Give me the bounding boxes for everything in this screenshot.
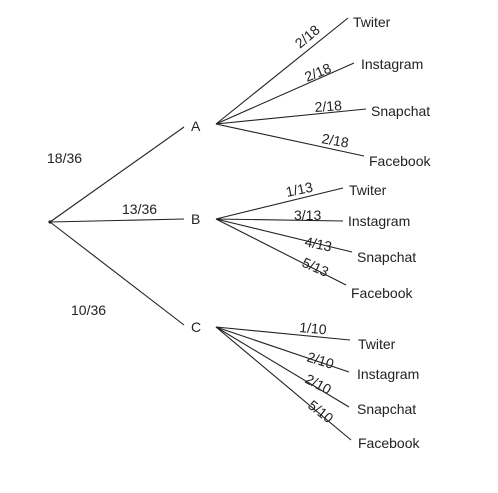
- leaf-a-twiter: Twiter: [353, 14, 391, 30]
- branch-b-instagram: [215, 218, 344, 222]
- branch-root-c: [49, 221, 185, 326]
- leaf-b-instagram: Instagram: [348, 213, 410, 229]
- branch-a-facebook: [215, 123, 365, 157]
- prob-a-twiter: 2/18: [292, 21, 323, 51]
- leaf-c-facebook: Facebook: [358, 435, 420, 451]
- branch-c-snapchat: [215, 326, 350, 408]
- leaf-b-twiter: Twiter: [349, 182, 387, 198]
- prob-a-snapchat: 2/18: [314, 97, 343, 115]
- prob-c-facebook: 5/10: [305, 397, 336, 427]
- branch-probability-a: 18/36: [47, 150, 82, 166]
- branch-c-twiter: [215, 326, 351, 341]
- branch-root-a: [49, 126, 185, 223]
- branch-a-snapchat: [215, 108, 367, 125]
- prob-b-instagram: 3/13: [294, 207, 321, 223]
- branch-root-b: [49, 218, 185, 223]
- node-b-label: B: [191, 211, 200, 227]
- leaf-c-twiter: Twiter: [358, 336, 396, 352]
- prob-a-facebook: 2/18: [320, 130, 350, 151]
- prob-c-twiter: 1/10: [299, 319, 328, 337]
- branch-probability-b: 13/36: [122, 201, 157, 217]
- leaf-b-facebook: Facebook: [351, 285, 413, 301]
- prob-a-instagram: 2/18: [302, 60, 333, 85]
- node-a-label: A: [191, 118, 201, 134]
- leaf-b-snapchat: Snapchat: [357, 249, 416, 265]
- leaf-a-instagram: Instagram: [361, 56, 423, 72]
- prob-b-facebook: 5/13: [300, 254, 332, 280]
- branch-a-twiter: [215, 17, 349, 125]
- prob-c-instagram: 2/10: [305, 349, 336, 372]
- leaf-a-snapchat: Snapchat: [371, 103, 430, 119]
- prob-b-twiter: 1/13: [284, 179, 314, 200]
- branch-b-facebook: [215, 218, 347, 286]
- leaf-c-snapchat: Snapchat: [357, 401, 416, 417]
- branch-b-twiter: [215, 187, 344, 220]
- prob-c-snapchat: 2/10: [303, 371, 335, 398]
- leaf-c-instagram: Instagram: [357, 366, 419, 382]
- branch-c-instagram: [215, 326, 350, 373]
- node-c-label: C: [191, 319, 201, 335]
- leaf-a-facebook: Facebook: [369, 153, 431, 169]
- branch-a-instagram: [215, 62, 355, 125]
- branch-probability-c: 10/36: [71, 302, 106, 318]
- branch-c-facebook: [215, 326, 352, 441]
- prob-b-snapchat: 4/13: [303, 233, 333, 254]
- branch-b-snapchat: [215, 218, 353, 253]
